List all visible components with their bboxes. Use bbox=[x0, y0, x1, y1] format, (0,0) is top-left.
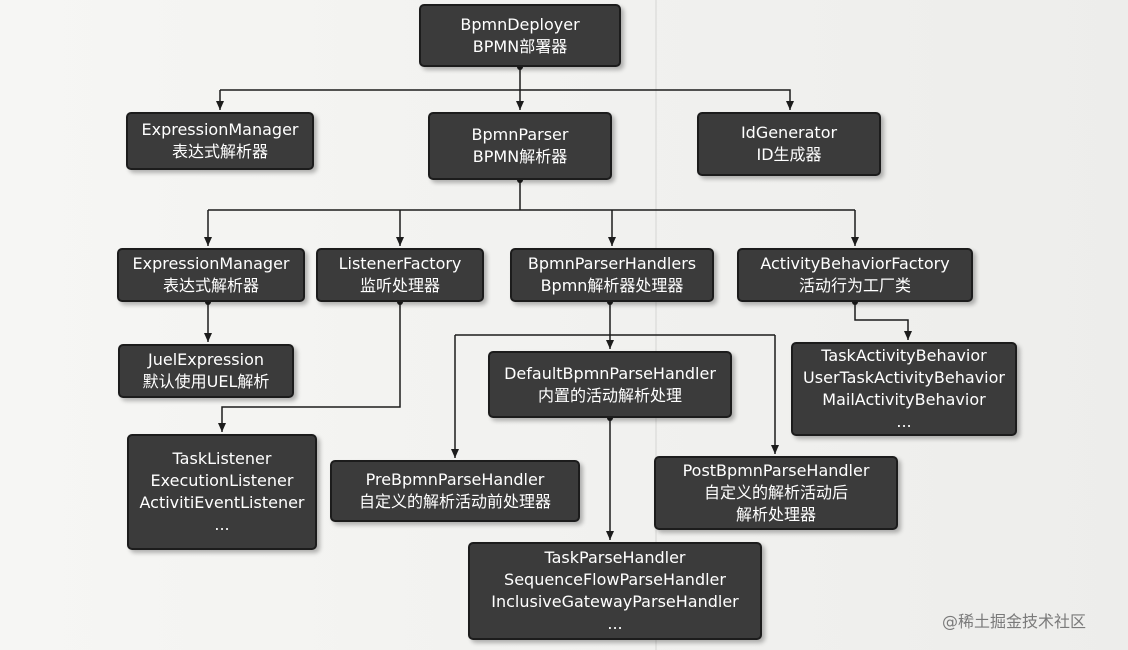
node-title: ActivityBehaviorFactory bbox=[760, 254, 950, 273]
page-fold-line bbox=[655, 0, 657, 650]
node-line-2: UserTaskActivityBehavior bbox=[803, 368, 1005, 387]
node-title: ListenerFactory bbox=[338, 254, 462, 273]
post-bpmn-parse-handler-node: PostBpmnParseHandler 自定义的解析活动后 解析处理器 bbox=[654, 456, 898, 530]
listener-factory-node: ListenerFactory 监听处理器 bbox=[316, 248, 484, 302]
node-title: PreBpmnParseHandler bbox=[365, 470, 545, 489]
node-line-4: ... bbox=[896, 412, 912, 431]
bpmn-deployer-node: BpmnDeployer BPMN部署器 bbox=[419, 4, 621, 67]
pre-bpmn-parse-handler-node: PreBpmnParseHandler 自定义的解析活动前处理器 bbox=[330, 460, 580, 522]
edge-activity-factory-to-behaviors bbox=[854, 302, 912, 340]
node-subtitle: 默认使用UEL解析 bbox=[142, 372, 270, 391]
node-title: ExpressionManager bbox=[141, 120, 299, 139]
expression-manager-node: ExpressionManager 表达式解析器 bbox=[117, 248, 305, 302]
node-line-2: SequenceFlowParseHandler bbox=[504, 570, 726, 589]
watermark: @稀土掘金技术社区 bbox=[942, 612, 1087, 631]
node-subtitle: 表达式解析器 bbox=[171, 142, 268, 161]
node-subtitle: BPMN解析器 bbox=[472, 147, 568, 166]
node-subtitle: 自定义的解析活动前处理器 bbox=[358, 492, 551, 511]
node-subtitle: 表达式解析器 bbox=[162, 276, 259, 295]
parse-handlers-node: TaskParseHandler SequenceFlowParseHandle… bbox=[468, 542, 762, 640]
node-line-3: ActivitiEventListener bbox=[139, 493, 305, 512]
listeners-node: TaskListener ExecutionListener ActivitiE… bbox=[127, 434, 317, 550]
edge-listener-factory-to-listeners bbox=[218, 302, 401, 432]
juel-expression-node: JuelExpression 默认使用UEL解析 bbox=[118, 344, 294, 398]
node-line-1: PostBpmnParseHandler bbox=[682, 461, 870, 480]
node-subtitle: 活动行为工厂类 bbox=[798, 276, 911, 295]
node-line-1: TaskListener bbox=[172, 449, 272, 468]
node-line-3: MailActivityBehavior bbox=[822, 390, 986, 409]
node-line-2: 自定义的解析活动后 bbox=[703, 483, 848, 502]
activity-behavior-factory-node: ActivityBehaviorFactory 活动行为工厂类 bbox=[737, 248, 973, 302]
node-subtitle: 内置的活动解析处理 bbox=[537, 385, 682, 405]
node-subtitle: Bpmn解析器处理器 bbox=[540, 276, 684, 295]
node-line-3: InclusiveGatewayParseHandler bbox=[491, 592, 739, 611]
bpmn-parser-handlers-node: BpmnParserHandlers Bpmn解析器处理器 bbox=[510, 248, 714, 302]
node-title: IdGenerator bbox=[740, 123, 838, 142]
expression-manager-top-node: ExpressionManager 表达式解析器 bbox=[126, 112, 314, 170]
node-subtitle: 监听处理器 bbox=[359, 276, 440, 295]
node-title: DefaultBpmnParseHandler bbox=[504, 363, 716, 383]
edge-deployer-to-id-generator bbox=[520, 89, 794, 110]
node-title: BpmnParserHandlers bbox=[527, 254, 697, 273]
node-title: JuelExpression bbox=[148, 350, 264, 369]
node-line-4: ... bbox=[214, 515, 230, 534]
node-line-1: TaskParseHandler bbox=[544, 548, 686, 567]
node-subtitle: ID生成器 bbox=[756, 145, 822, 164]
default-bpmn-parse-handler-node: DefaultBpmnParseHandler 内置的活动解析处理 bbox=[488, 351, 732, 418]
node-line-4: ... bbox=[607, 614, 623, 633]
node-line-2: ExecutionListener bbox=[150, 471, 294, 490]
node-line-3: 解析处理器 bbox=[735, 505, 816, 524]
node-subtitle: BPMN部署器 bbox=[472, 36, 568, 56]
node-title: BpmnParser bbox=[471, 125, 569, 144]
node-line-1: TaskActivityBehavior bbox=[821, 346, 987, 365]
node-title: BpmnDeployer bbox=[460, 14, 580, 34]
id-generator-node: IdGenerator ID生成器 bbox=[697, 112, 881, 176]
task-activity-behaviors-node: TaskActivityBehavior UserTaskActivityBeh… bbox=[791, 342, 1017, 436]
node-title: ExpressionManager bbox=[132, 254, 290, 273]
bpmn-parser-node: BpmnParser BPMN解析器 bbox=[428, 112, 612, 180]
